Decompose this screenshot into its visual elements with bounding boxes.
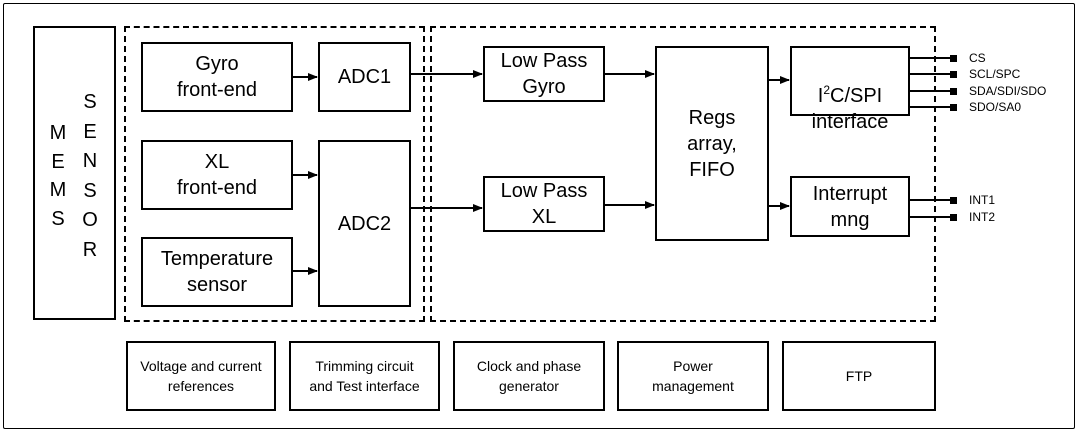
diagram-frame — [3, 3, 1075, 429]
pin-sdo — [950, 104, 957, 111]
ftp-block: FTP — [782, 341, 936, 411]
sensor-letter: R — [82, 238, 98, 261]
i2c-rest: C/SPI interface — [811, 85, 889, 133]
temperature-sensor-block: Temperature sensor — [141, 237, 293, 307]
sensor-letter: E — [83, 120, 97, 143]
mems-label-column: M E M S — [46, 122, 70, 230]
pin-label-sda: SDA/SDI/SDO — [969, 84, 1047, 98]
clock-phase-block: Clock and phase generator — [453, 341, 605, 411]
mems-letter: M — [49, 179, 67, 202]
voltage-references-block: Voltage and current references — [126, 341, 276, 411]
pin-label-cs: CS — [969, 51, 986, 65]
mems-letter: E — [51, 150, 65, 173]
i2c-prefix: I — [817, 85, 824, 107]
i2c-spi-interface-block: I2C/SPI interface — [790, 46, 910, 133]
i2c-superscript: 2 — [823, 83, 830, 97]
pin-int2 — [950, 214, 957, 221]
gyro-frontend-block: Gyro front-end — [141, 42, 293, 112]
analog-frontend-group — [124, 26, 425, 322]
adc2-block: ADC2 — [318, 140, 411, 307]
pin-label-scl: SCL/SPC — [969, 67, 1021, 81]
lowpass-xl-block: Low Pass XL — [483, 176, 605, 232]
pin-scl — [950, 71, 957, 78]
pin-label-int2: INT2 — [969, 210, 996, 224]
mems-sensor-block — [33, 26, 116, 320]
lowpass-gyro-block: Low Pass Gyro — [483, 46, 605, 102]
sensor-label-column: S E N S O R — [78, 91, 102, 261]
pin-cs — [950, 55, 957, 62]
digital-processing-group — [430, 26, 936, 322]
sensor-letter: S — [83, 179, 97, 202]
sensor-letter: O — [82, 209, 98, 232]
pin-int1 — [950, 197, 957, 204]
power-management-block: Power management — [617, 341, 769, 411]
i2c-spi-line1: I2C/SPI interface — [792, 83, 908, 135]
mems-letter: M — [49, 122, 67, 144]
xl-frontend-block: XL front-end — [141, 140, 293, 210]
interrupt-mng-block: Interrupt mng — [790, 176, 910, 237]
pin-label-int1: INT1 — [969, 193, 996, 207]
regs-fifo-block: Regs array, FIFO — [655, 46, 769, 241]
pin-sda — [950, 88, 957, 95]
trimming-test-block: Trimming circuit and Test interface — [289, 341, 440, 411]
mems-letter: S — [51, 207, 65, 230]
pin-label-sdo: SDO/SA0 — [969, 100, 1022, 114]
sensor-letter: N — [82, 150, 98, 173]
sensor-letter: S — [83, 91, 97, 113]
adc1-block: ADC1 — [318, 42, 411, 112]
